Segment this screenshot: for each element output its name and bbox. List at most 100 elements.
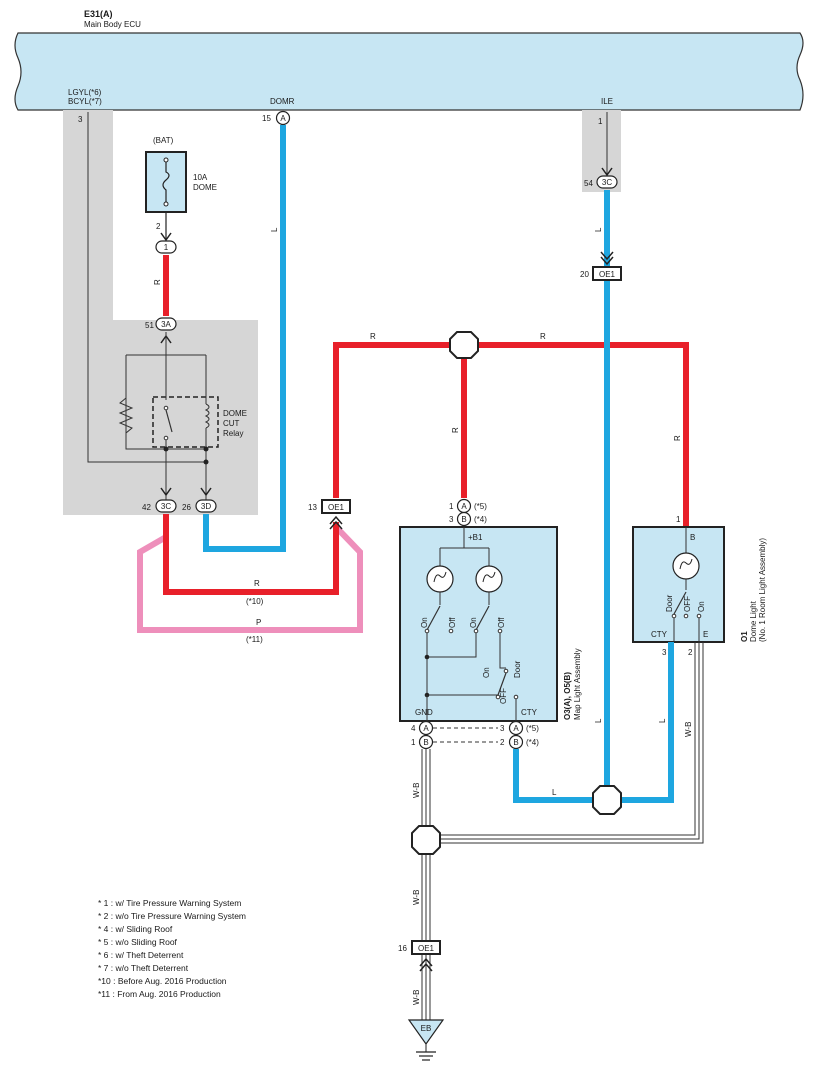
connector-3a: [155, 317, 177, 331]
bulb-icon: [475, 565, 503, 593]
note-5: * 5 : w/o Sliding Roof: [98, 937, 178, 947]
connector-a-gnd-label: A: [423, 724, 429, 733]
wire-lgyl: [87, 112, 206, 463]
dome-light-b: B: [690, 533, 695, 542]
connector-arrow-icon: [600, 251, 614, 261]
pin-1-ile-label: 1: [598, 117, 603, 126]
main-body-ecu-box: [14, 32, 804, 111]
wire-label-l-3: L: [594, 718, 603, 723]
relay-label-relay: Relay: [223, 429, 243, 438]
note-10: *10 : Before Aug. 2016 Production: [98, 976, 227, 986]
ground-eb: [407, 1019, 445, 1046]
map-light-on-1: On: [420, 617, 429, 628]
pin-16-label: 16: [398, 944, 407, 953]
note-11: *11 : From Aug. 2016 Production: [98, 989, 221, 999]
pin-map-a-label: 1: [449, 502, 454, 511]
wire-p: [137, 524, 363, 633]
connector-oe1-13-label: OE1: [328, 503, 345, 512]
dome-light-off: OFF: [683, 596, 692, 612]
map-light-gnd: GND: [415, 708, 433, 717]
pin-map-gnd-b-label: 1: [411, 738, 416, 747]
connector-3c-left-label: 3C: [161, 502, 171, 511]
wire-r-10: [163, 514, 339, 595]
connector-1: [155, 240, 177, 254]
connector-arrow-icon: [200, 487, 212, 497]
connector-oe1-16: [411, 940, 441, 955]
relay-coil-icon: [204, 403, 210, 429]
pin-2-label: 2: [156, 222, 161, 231]
map-light-off-caps: OFF: [499, 688, 508, 704]
variant-label-5-bottom: (*5): [526, 724, 539, 733]
connector-b-map: [456, 511, 472, 527]
connector-oe1-13: [321, 499, 351, 514]
wire-label-r-2: R: [254, 579, 260, 588]
map-light-off-1: Off: [448, 617, 457, 628]
fuse-name: DOME: [193, 183, 217, 192]
relay-switch-icon: [165, 409, 173, 433]
connector-b-gnd: [418, 734, 434, 750]
bulb-icon: [672, 552, 700, 580]
map-light-assembly-box: [399, 526, 558, 722]
connector-arrow-icon: [329, 515, 343, 525]
connector-3c-right: [596, 175, 618, 189]
pin-dome-cty-label: 3: [662, 648, 667, 657]
switch-icon: [673, 591, 687, 615]
pin-map-cty-a-label: 3: [500, 724, 505, 733]
ecu-terminal-ile: ILE: [601, 97, 613, 106]
relay-label-dome: DOME: [223, 409, 247, 418]
map-light-name: Map Light Assembly: [573, 648, 582, 720]
wire-l-dome-cty: [607, 642, 674, 803]
wire-r-bus: [333, 342, 689, 527]
dome-light-door: Door: [665, 594, 674, 612]
resistor-icon: [118, 397, 134, 434]
variant-label-4-bottom: (*4): [526, 738, 539, 747]
wire-l-map-cty: [513, 749, 607, 803]
fuse-source-label: (BAT): [153, 136, 174, 145]
pin-map-gnd-a-label: 4: [411, 724, 416, 733]
relay-label-cut: CUT: [223, 419, 240, 428]
wire-label-r-6: R: [673, 435, 682, 441]
dome-light-on: On: [697, 601, 706, 612]
connector-oe1-20-label: OE1: [599, 270, 616, 279]
dome-light-sub: (No. 1 Room Light Assembly): [758, 538, 767, 642]
wire-label-wb-3: W-B: [412, 890, 421, 905]
map-light-door: Door: [513, 660, 522, 678]
connector-arrow-icon: [160, 487, 172, 497]
connector-b-gnd-label: B: [423, 738, 428, 747]
map-light-cty: CTY: [521, 708, 538, 717]
switch-icon: [497, 672, 507, 696]
fuse-icon: [162, 160, 170, 204]
switch-icon: [426, 605, 441, 631]
dome-light-name: Dome Light: [749, 600, 758, 642]
connector-arrow-icon: [601, 167, 613, 177]
connector-b-cty: [508, 734, 524, 750]
ground-eb-label: EB: [421, 1024, 432, 1033]
connector-3c-right-label: 3C: [602, 178, 612, 187]
variant-label-5-top: (*5): [474, 502, 487, 511]
pin-3-label: 3: [78, 115, 83, 124]
connector-b-map-label: B: [461, 515, 466, 524]
pin-map-b-label: 3: [449, 515, 454, 524]
bulb-icon: [426, 565, 454, 593]
wire-label-l-4: L: [552, 788, 557, 797]
connector-arrow-icon: [160, 232, 172, 242]
dome-light-ref: O1: [740, 631, 749, 642]
splice-point-icon: [592, 785, 622, 815]
connector-a-gnd: [418, 720, 434, 736]
notes-legend: * 1 : w/ Tire Pressure Warning System * …: [98, 898, 246, 999]
wire-label-l-2: L: [594, 227, 603, 232]
pin-51-label: 51: [145, 321, 154, 330]
pin-dome-b-label: 1: [676, 515, 681, 524]
map-light-ref: O3(A), O5(B): [563, 672, 572, 720]
pin-13-label: 13: [308, 503, 317, 512]
variant-label-4-top: (*4): [474, 515, 487, 524]
connector-oe1-16-label: OE1: [418, 944, 435, 953]
note-4: * 4 : w/ Sliding Roof: [98, 924, 173, 934]
connector-a-domr-label: A: [280, 114, 286, 123]
map-light-on-3: On: [482, 667, 491, 678]
ecu-terminal-domr: DOMR: [270, 97, 295, 106]
pin-20-label: 20: [580, 270, 589, 279]
wire-wb-group: [421, 642, 704, 1020]
note-6: * 6 : w/ Theft Deterrent: [98, 950, 184, 960]
